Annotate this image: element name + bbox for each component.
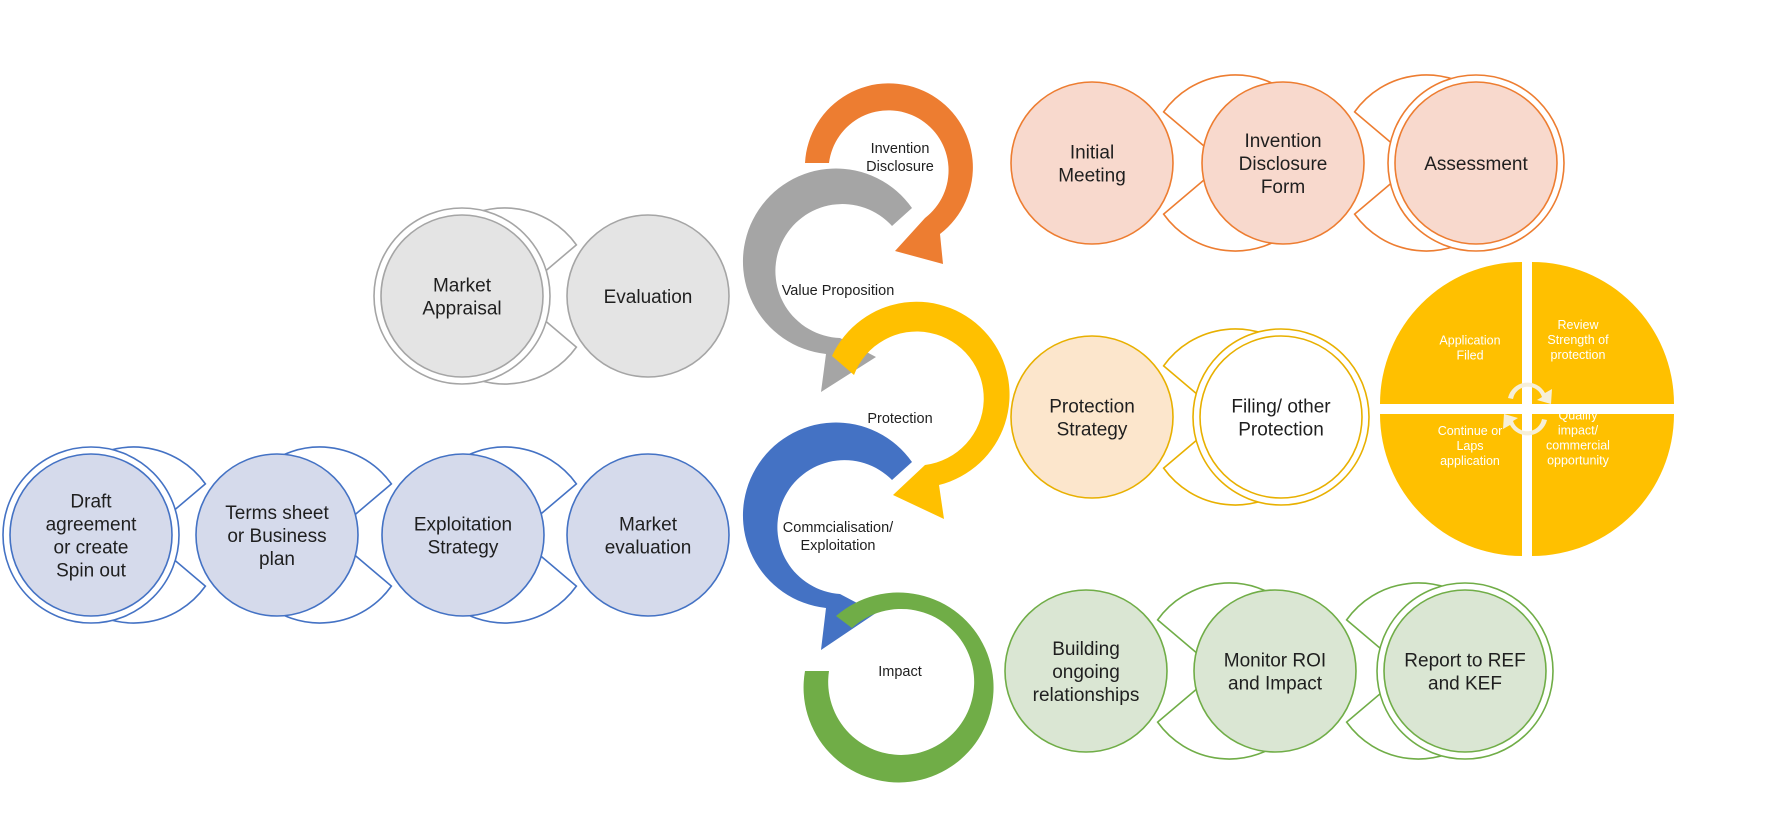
refresh-icon bbox=[1508, 382, 1552, 404]
bubble-core bbox=[1394, 81, 1558, 245]
bubble-core bbox=[1010, 81, 1174, 245]
refresh-icon-lower bbox=[1503, 414, 1547, 436]
bubble-core bbox=[1004, 589, 1168, 753]
bubble-core bbox=[195, 453, 359, 617]
invention-step-label: Assessment bbox=[1424, 154, 1528, 175]
bubble-core bbox=[9, 453, 173, 617]
quadrant-review-strength bbox=[1532, 262, 1674, 404]
invention-disclosure-arc bbox=[805, 83, 973, 265]
bubble-core bbox=[381, 453, 545, 617]
value-proposition-arc bbox=[742, 168, 912, 392]
bubble-core bbox=[1383, 589, 1547, 753]
bubble-core bbox=[1193, 589, 1357, 753]
invention-step-3: Assessment bbox=[1387, 74, 1565, 252]
cycle-label-value-proposition: Value Proposition bbox=[782, 283, 895, 299]
bubble-core bbox=[566, 453, 730, 617]
cycle-label-commercialisation: Commcialisation/Exploitation bbox=[783, 520, 894, 554]
bubble-core bbox=[1199, 335, 1363, 499]
value-step-label: Evaluation bbox=[604, 287, 693, 308]
protection-arc bbox=[832, 301, 1010, 519]
quadrant-application-filed bbox=[1380, 262, 1522, 404]
cycle-arcs bbox=[742, 83, 1010, 783]
bubble-core bbox=[1201, 81, 1365, 245]
bubble-core bbox=[380, 214, 544, 378]
bubble-core bbox=[1010, 335, 1174, 499]
commercialisation-arc bbox=[742, 422, 912, 650]
quadrant-qualify-impact bbox=[1532, 414, 1674, 556]
bubble-core bbox=[566, 214, 730, 378]
quadrant-continue-or-laps bbox=[1380, 414, 1522, 556]
cycle-label-protection: Protection bbox=[867, 411, 932, 427]
cycle-label-impact: Impact bbox=[878, 664, 922, 680]
